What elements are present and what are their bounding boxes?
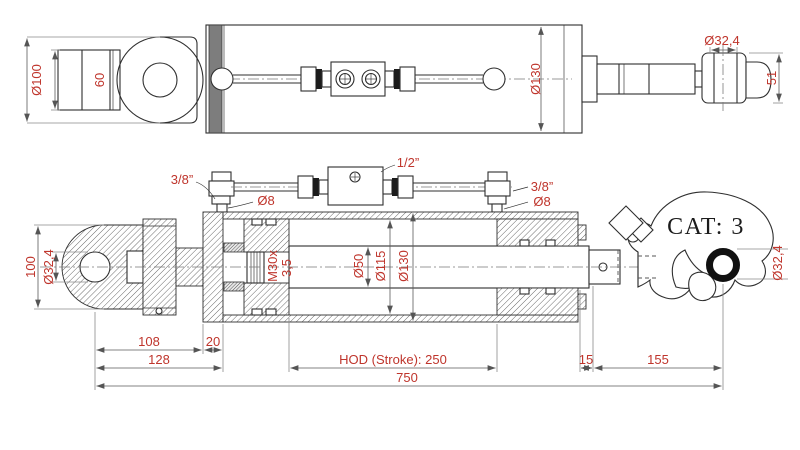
dim-tube-label: Ø130 xyxy=(396,250,411,282)
dim-clevis-height-label: 100 xyxy=(23,256,38,278)
plate-hole xyxy=(155,307,163,315)
dim-rod-diameter: Ø50 xyxy=(351,247,371,287)
section-pipe-assembly xyxy=(208,166,512,213)
thread-label-1: M30x xyxy=(265,250,280,282)
hook-end: CAT: 3 Ø32,4 xyxy=(608,191,788,302)
dim-128-label: 128 xyxy=(148,352,170,367)
dim-ball-od: Ø32,4 xyxy=(704,33,740,53)
ball-socket-housing xyxy=(701,52,747,104)
check-valve-block xyxy=(327,166,384,206)
gland-section xyxy=(496,218,587,316)
elbow-fitting-left-top xyxy=(210,67,234,91)
dim-clevis-od: Ø100 xyxy=(24,36,160,124)
seal-ring-bottom xyxy=(223,281,245,292)
dim-155-label: 155 xyxy=(647,352,669,367)
dim-clevis-height: 100 xyxy=(23,224,104,310)
hose-fitting-right xyxy=(484,180,511,197)
dim-bore-label: Ø115 xyxy=(373,251,388,282)
pipe-left-label: Ø8 xyxy=(257,193,274,208)
rod-thread-stub xyxy=(246,251,265,284)
dim-clevis-od-label: Ø100 xyxy=(29,64,44,96)
top-rod-ball-end xyxy=(581,45,772,111)
tube-wall-top xyxy=(222,211,579,220)
valve-fitting-label: 1/2” xyxy=(397,155,419,170)
dim-ball-height: 51 xyxy=(749,52,783,104)
dim-750-label: 750 xyxy=(396,370,418,385)
piston-rod-top xyxy=(596,63,696,95)
tube-walls xyxy=(222,211,579,323)
rod-adapter xyxy=(588,249,621,285)
dim-bore-diameter: Ø115 xyxy=(373,220,393,314)
dim-shaft-width: 60 xyxy=(51,49,107,111)
hose-fitting-left xyxy=(208,180,235,197)
dim-shaft-width-label: 60 xyxy=(92,73,107,87)
thread-label-2: 3,5 xyxy=(279,259,294,277)
hook-category-label: CAT: 3 xyxy=(667,214,745,240)
top-pipe-assembly xyxy=(210,61,572,97)
ball-nose xyxy=(745,61,772,99)
clevis-shaft xyxy=(57,49,121,111)
elbow-fitting-right-top xyxy=(482,67,506,91)
tube-wall-bottom xyxy=(222,314,579,323)
dim-15-label: 15 xyxy=(579,352,593,367)
hose-fitting-right-label: 3/8” xyxy=(531,179,553,194)
clevis-pin-hole-top xyxy=(142,62,178,98)
latch-handle xyxy=(608,205,644,241)
top-view: Ø100 60 Ø130 Ø32,4 51 xyxy=(24,24,783,134)
dim-clevis-hole: Ø32,4 xyxy=(41,249,88,285)
dim-ball-od-label: Ø32,4 xyxy=(704,33,739,48)
pipe-right-label: Ø8 xyxy=(533,194,550,209)
hook-latch-lower xyxy=(688,271,717,302)
dim-hook-hole-label: Ø32,4 xyxy=(770,245,785,280)
dim-tube-diameter: Ø130 xyxy=(396,213,416,321)
dim-108-label: 108 xyxy=(138,334,160,349)
dim-clevis-hole-label: Ø32,4 xyxy=(41,249,56,284)
hook-pin-ring xyxy=(706,248,740,282)
dim-20-label: 20 xyxy=(206,334,220,349)
dim-stroke-label: HOD (Stroke): 250 xyxy=(339,352,447,367)
piston-section xyxy=(243,218,290,316)
seal-ring-top xyxy=(223,242,245,253)
hose-fitting-left-label: 3/8” xyxy=(171,172,193,187)
dim-ball-height-label: 51 xyxy=(764,71,779,85)
bottom-dimensions: 108 20 128 HOD (Stroke): 250 15 155 750 xyxy=(94,284,724,390)
dim-cylinder-od-label: Ø130 xyxy=(528,63,543,95)
pipe-labels: 3/8” Ø8 1/2” 3/8” Ø8 xyxy=(171,155,553,210)
top-clevis xyxy=(57,36,204,124)
section-view: CAT: 3 Ø32,4 3/8” Ø8 1/2” 3/8” Ø8 100 xyxy=(23,155,788,390)
dim-rod-label: Ø50 xyxy=(351,254,366,279)
